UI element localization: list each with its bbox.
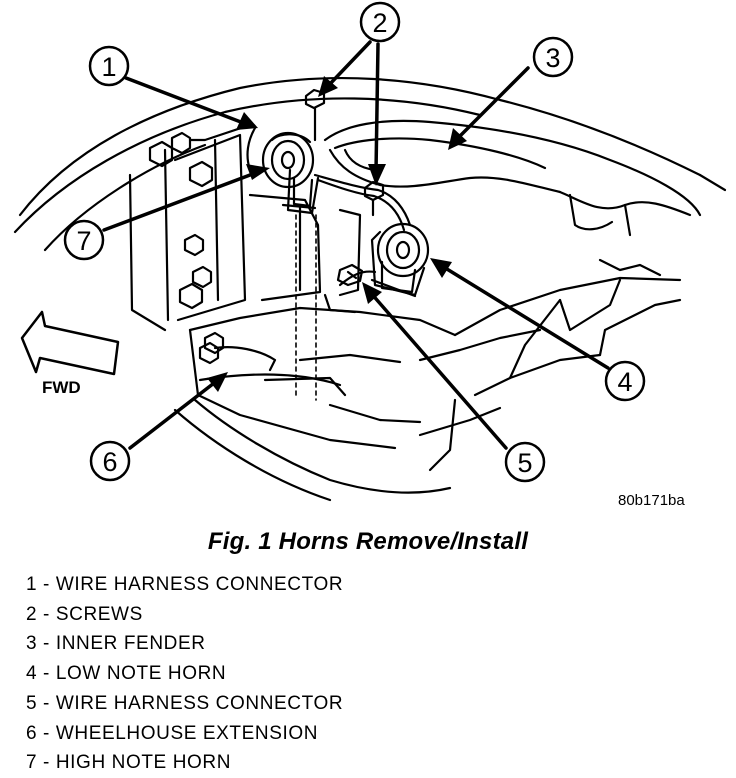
legend-item: 4 - LOW NOTE HORN bbox=[26, 659, 343, 689]
callout-circle-1 bbox=[88, 45, 130, 87]
wire-harness bbox=[246, 126, 412, 287]
callout-circle-6 bbox=[89, 440, 131, 482]
callout-circle-3 bbox=[532, 36, 574, 78]
legend-text: SCREWS bbox=[55, 603, 143, 625]
legend-number: 5 bbox=[26, 692, 38, 714]
legend-text: INNER FENDER bbox=[55, 633, 206, 655]
fender-outline bbox=[13, 77, 727, 252]
legend-item: 6 - WHEELHOUSE EXTENSION bbox=[26, 719, 343, 749]
legend-separator: - bbox=[37, 574, 56, 595]
callout-circle-7 bbox=[63, 219, 105, 261]
legend-item: 3 - INNER FENDER bbox=[26, 629, 343, 659]
callout-circle-2 bbox=[359, 1, 401, 43]
legend-separator: - bbox=[37, 663, 56, 685]
legend-item: 5 - WIRE HARNESS CONNECTOR bbox=[26, 689, 343, 719]
forward-label: FWD bbox=[42, 378, 81, 397]
legend-number: 7 bbox=[26, 752, 38, 774]
callout-label-4: 4 bbox=[617, 367, 632, 397]
legend-list: 1 - WIRE HARNESS CONNECTOR 2 - SCREWS 3 … bbox=[26, 570, 343, 778]
legend-separator: - bbox=[37, 752, 56, 774]
callouts bbox=[63, 1, 646, 483]
legend-separator: - bbox=[37, 722, 56, 744]
figure-code: 80b171ba bbox=[618, 492, 685, 509]
callout-label-5: 5 bbox=[517, 448, 532, 478]
callout-label-7: 7 bbox=[76, 226, 91, 256]
callout-label-2: 2 bbox=[372, 8, 387, 38]
panel-bolts bbox=[148, 131, 225, 365]
callout-label-6: 6 bbox=[102, 447, 117, 477]
callout-label-3: 3 bbox=[545, 43, 560, 73]
legend-number: 1 bbox=[26, 574, 38, 595]
legend-item: 7 - HIGH NOTE HORN bbox=[26, 748, 343, 778]
inner-fender bbox=[323, 119, 702, 237]
low-note-horn bbox=[370, 222, 430, 298]
legend-number: 3 bbox=[26, 633, 38, 655]
side-panel bbox=[128, 123, 252, 332]
legend-item: 1 - WIRE HARNESS CONNECTOR bbox=[26, 570, 343, 600]
alignment-lines bbox=[295, 214, 317, 401]
legend-separator: - bbox=[37, 633, 56, 655]
legend-number: 2 bbox=[26, 603, 38, 625]
forward-arrow-icon bbox=[20, 310, 120, 376]
legend-text: WIRE HARNESS CONNECTOR bbox=[55, 574, 344, 595]
legend-text: WHEELHOUSE EXTENSION bbox=[55, 722, 319, 744]
leader-lines bbox=[102, 40, 610, 450]
legend-text: LOW NOTE HORN bbox=[55, 663, 227, 685]
wheelhouse-extension bbox=[173, 306, 457, 502]
legend-text: WIRE HARNESS CONNECTOR bbox=[55, 692, 344, 714]
figure-caption: Fig. 1 Horns Remove/Install bbox=[207, 528, 529, 555]
legend-text: HIGH NOTE HORN bbox=[55, 752, 232, 774]
high-note-horn bbox=[261, 131, 320, 215]
screws bbox=[304, 88, 385, 217]
legend-separator: - bbox=[37, 603, 56, 625]
legend-item: 2 - SCREWS bbox=[26, 600, 343, 630]
callout-circle-4 bbox=[604, 360, 646, 402]
legend-number: 4 bbox=[26, 663, 38, 685]
horn-installation-diagram: 1 2 3 4 5 6 7 FWD 80b171ba bbox=[13, 1, 727, 509]
legend-number: 6 bbox=[26, 722, 38, 744]
callout-label-1: 1 bbox=[101, 52, 116, 82]
mounting-bracket bbox=[248, 193, 362, 314]
callout-circle-5 bbox=[504, 441, 546, 483]
wire-harness-connector bbox=[336, 263, 364, 287]
lower-structure bbox=[418, 258, 682, 472]
legend-separator: - bbox=[37, 692, 56, 714]
